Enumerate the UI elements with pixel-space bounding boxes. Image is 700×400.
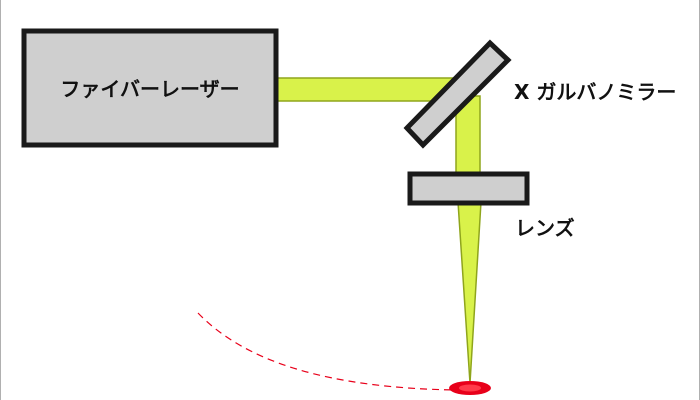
lens-label: レンズ — [515, 216, 575, 240]
galvo-mirror — [403, 39, 512, 149]
fiber-laser-label: ファイバーレーザー — [60, 77, 239, 101]
fiber-laser-box — [21, 28, 279, 148]
laser-beam-focused — [457, 201, 482, 384]
lens — [407, 171, 530, 206]
laser-beam-horizontal — [276, 77, 457, 102]
scan-path — [197, 312, 457, 391]
laser-spot-core — [459, 384, 481, 392]
galvo-mirror-label: X ガルバノミラー — [514, 80, 676, 104]
